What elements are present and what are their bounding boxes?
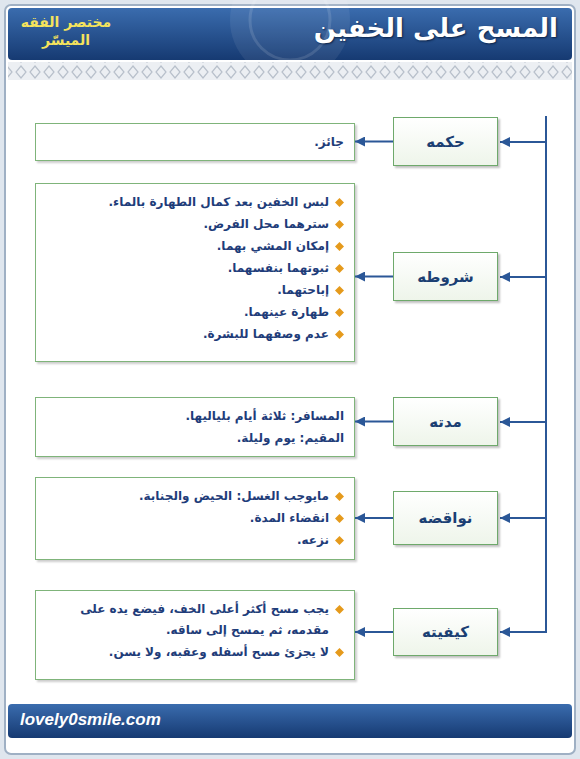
bullet-symbol <box>335 220 344 229</box>
connector-arrow <box>355 421 393 423</box>
topic-box: شروطه <box>393 252 498 301</box>
list-item: عدم وصفهما للبشرة. <box>46 324 344 345</box>
detail-text: جائز. <box>314 132 344 153</box>
detail-text: مايوجب الغسل: الحيض والجنابة. <box>139 486 329 507</box>
bullet-symbol <box>335 198 344 207</box>
bullet-symbol <box>335 536 344 545</box>
bullet-symbol <box>335 264 344 273</box>
topic-label: نواقضه <box>419 509 473 527</box>
connector-arrow <box>355 141 393 143</box>
topic-box: حكمه <box>393 117 498 166</box>
list-item: المقيم: يوم وليلة. <box>46 428 344 449</box>
bracket-line <box>545 116 547 633</box>
detail-text: لبس الخفين بعد كمال الطهارة بالماء. <box>109 192 330 213</box>
bullet-symbol <box>335 492 344 501</box>
bullet-symbol <box>335 514 344 523</box>
bullet-symbol <box>335 514 344 523</box>
bullet-symbol <box>335 198 344 207</box>
frame <box>5 5 575 754</box>
detail-text: المسافر: ثلاثة أيام بلياليها. <box>185 406 344 427</box>
topic-box: نواقضه <box>393 491 498 545</box>
detail-box: مايوجب الغسل: الحيض والجنابة.انقضاء المد… <box>35 477 355 560</box>
series-label: مختصر الفقه الميسّر <box>14 13 118 49</box>
connector-arrow <box>355 631 393 633</box>
detail-text: يجب مسح أكثر أعلى الخف، فيضع يده على مقد… <box>46 599 329 641</box>
list-item: إمكان المشي بهما. <box>46 236 344 257</box>
list-item: مايوجب الغسل: الحيض والجنابة. <box>46 486 344 507</box>
connector-arrow <box>355 517 393 519</box>
footer-band <box>8 704 572 738</box>
list-item: انقضاء المدة. <box>46 508 344 529</box>
detail-text: المقيم: يوم وليلة. <box>237 428 344 449</box>
bullet-symbol <box>335 330 344 339</box>
detail-text: طهارة عينهما. <box>244 302 329 323</box>
bracket-arrow <box>500 517 546 519</box>
bullet-symbol <box>335 286 344 295</box>
topic-box: مدته <box>393 397 498 446</box>
bullet-symbol <box>335 605 344 614</box>
list-item: ثبوتهما بنفسهما. <box>46 258 344 279</box>
page-title: المسح على الخفين <box>314 13 558 43</box>
topic-box: كيفيته <box>393 608 498 656</box>
bullet-symbol <box>335 264 344 273</box>
topic-label: حكمه <box>426 133 465 151</box>
bullet-symbol <box>335 308 344 317</box>
list-item: نزعه. <box>46 530 344 551</box>
connector-arrow <box>355 276 393 278</box>
bullet-symbol <box>335 536 344 545</box>
list-item: لبس الخفين بعد كمال الطهارة بالماء. <box>46 192 344 213</box>
bracket-arrow <box>500 276 546 278</box>
bracket <box>500 116 546 633</box>
list-item: المسافر: ثلاثة أيام بلياليها. <box>46 406 344 427</box>
detail-box: جائز. <box>35 123 355 161</box>
list-item: سترهما محل الفرض. <box>46 214 344 235</box>
bullet-symbol <box>335 242 344 251</box>
detail-text: عدم وصفهما للبشرة. <box>203 324 329 345</box>
bracket-arrow <box>500 631 546 633</box>
bullet-symbol <box>335 308 344 317</box>
list-item: جائز. <box>46 132 344 153</box>
detail-text: نزعه. <box>297 530 329 551</box>
detail-text: ثبوتهما بنفسهما. <box>228 258 329 279</box>
list-item: إباحتهما. <box>46 280 344 301</box>
detail-text: لا يجزئ مسح أسفله وعقبه، ولا يسن. <box>109 642 329 663</box>
detail-box: يجب مسح أكثر أعلى الخف، فيضع يده على مقد… <box>35 590 355 680</box>
watermark: lovely0smile.com <box>20 709 240 731</box>
bullet-symbol <box>335 492 344 501</box>
bracket-arrow <box>500 141 546 143</box>
topic-label: كيفيته <box>422 623 469 641</box>
list-item: يجب مسح أكثر أعلى الخف، فيضع يده على مقد… <box>46 599 344 641</box>
bullet-symbol <box>335 330 344 339</box>
detail-text: سترهما محل الفرض. <box>203 214 329 235</box>
topic-label: مدته <box>429 413 462 431</box>
list-item: طهارة عينهما. <box>46 302 344 323</box>
list-item: لا يجزئ مسح أسفله وعقبه، ولا يسن. <box>46 642 344 663</box>
detail-box: المسافر: ثلاثة أيام بلياليها.المقيم: يوم… <box>35 397 355 457</box>
bullet-symbol <box>335 286 344 295</box>
bullet-symbol <box>335 648 344 657</box>
bracket-arrow <box>500 421 546 423</box>
bullet-symbol <box>335 605 344 614</box>
detail-text: إباحتهما. <box>277 280 329 301</box>
detail-text: إمكان المشي بهما. <box>217 236 329 257</box>
bullet-symbol <box>335 242 344 251</box>
topic-label: شروطه <box>417 268 474 286</box>
detail-text: انقضاء المدة. <box>250 508 329 529</box>
ornament-strip <box>8 62 572 80</box>
bullet-symbol <box>335 648 344 657</box>
detail-box: لبس الخفين بعد كمال الطهارة بالماء.سترهم… <box>35 183 355 362</box>
bullet-symbol <box>335 220 344 229</box>
